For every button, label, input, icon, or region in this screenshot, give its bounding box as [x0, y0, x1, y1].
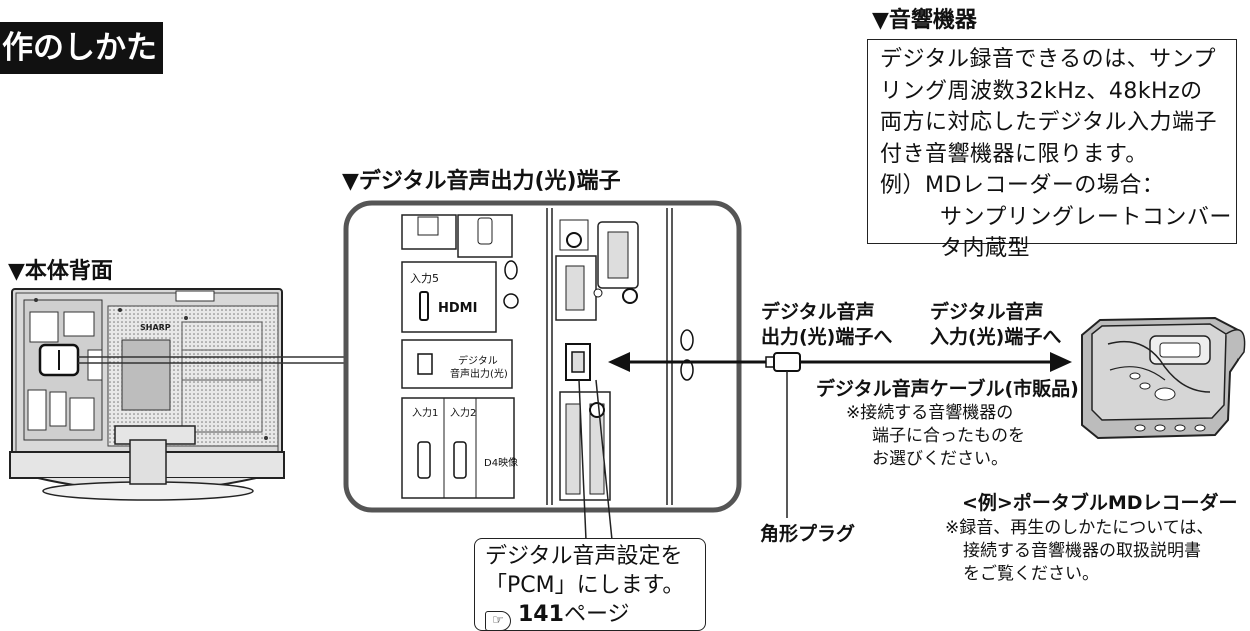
md-recorder-illustration: [1081, 316, 1246, 440]
example-note-line: ※録音、再生のしかたについては、: [945, 518, 1214, 538]
input-terminal-label-2: 入力(光)端子へ: [930, 326, 1062, 348]
rear-view-heading: ▼本体背面: [8, 259, 113, 284]
d4-label: D4映像: [484, 457, 518, 469]
tv-rear-illustration: SHARP: [9, 288, 285, 501]
page-reference[interactable]: ☞ 141ページ: [485, 600, 705, 631]
input-terminal-label-1: デジタル音声: [930, 301, 1044, 323]
output-terminal-label-1: デジタル音声: [761, 301, 875, 323]
output-terminal-label-2: 出力(光)端子へ: [761, 326, 893, 348]
example-note-line: 接続する音響機器の取扱説明書: [963, 541, 1201, 561]
zoomed-terminal-panel: 入力5 HDMI デジタル 音声出力(光) 入力1 入力2 D4映像: [343, 200, 742, 513]
info-line: デジタル録音できるのは、サンプ: [880, 47, 1216, 72]
cable-note-line: お選びください。: [872, 449, 1008, 469]
page-title: 作のしかた: [0, 22, 163, 74]
optical-cable: [608, 352, 1072, 518]
audio-device-info-box: デジタル録音できるのは、サンプ リング周波数32kHz、48kHzの 両方に対応…: [867, 39, 1237, 261]
optical-label-2: 音声出力(光): [450, 367, 508, 380]
pointing-hand-icon: ☞: [485, 611, 511, 631]
audio-device-heading: ▼音響機器: [872, 8, 977, 33]
page-suffix: ページ: [563, 602, 630, 627]
info-line: 両方に対応したデジタル入力端子: [880, 110, 1218, 135]
input5-label: 入力5: [410, 272, 439, 285]
info-line: 例）MDレコーダーの場合：: [880, 173, 1165, 198]
hdmi-label: HDMI: [438, 301, 477, 316]
cable-note-line: ※接続する音響機器の: [846, 403, 1014, 423]
info-line: サンプリングレートコンバー: [940, 204, 1232, 230]
optical-label-1: デジタル: [458, 354, 498, 367]
info-line: タ内蔵型: [940, 236, 1031, 261]
cable-note-line: 端子に合ったものを: [872, 426, 1025, 446]
pcm-setting-callout: デジタル音声設定を 「PCM」にします。 ☞ 141ページ: [474, 538, 706, 631]
info-line: 付き音響機器に限ります。: [880, 141, 1148, 167]
digital-out-heading: ▼デジタル音声出力(光)端子: [342, 169, 621, 194]
example-title: <例>ポータブルMDレコーダー: [962, 492, 1238, 514]
callout-line: デジタル音声設定を: [485, 544, 683, 569]
input2-label: 入力2: [450, 406, 476, 419]
info-line: リング周波数32kHz、48kHzの: [880, 78, 1203, 104]
input1-label: 入力1: [412, 406, 438, 419]
square-plug-label: 角形プラグ: [760, 523, 856, 545]
cable-label: デジタル音声ケーブル(市販品): [816, 378, 1079, 400]
page-number: 141: [518, 602, 564, 627]
brand-logo: SHARP: [140, 323, 171, 332]
example-note-line: をご覧ください。: [963, 564, 1099, 584]
callout-line: 「PCM」にします。: [485, 573, 685, 598]
